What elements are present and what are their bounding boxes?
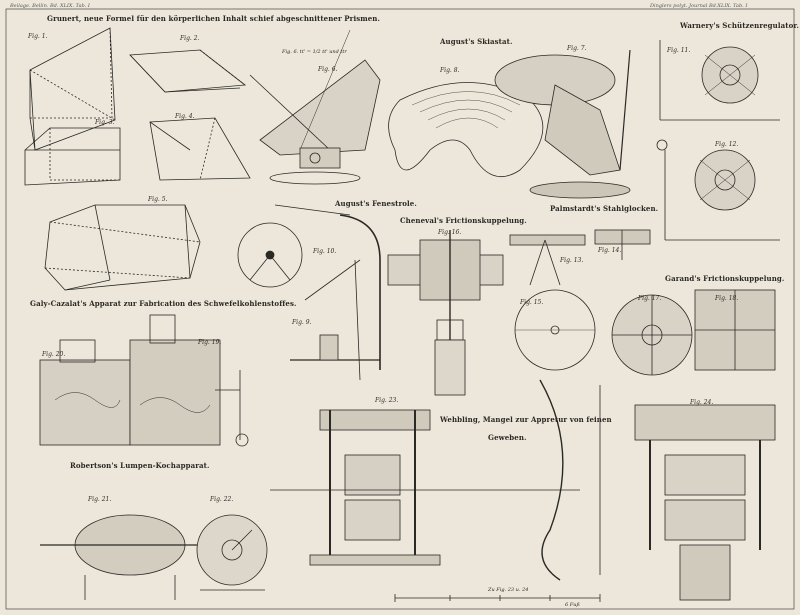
fig17-garand-drawing (611, 294, 693, 376)
fig-label-8: Fig. 8. (440, 67, 460, 74)
fig6-skiastat-drawing (249, 29, 381, 185)
fig-label-6: Fig. 6. (318, 66, 338, 73)
fig-label-2: Fig. 2. (180, 35, 200, 42)
fig19-bell-drawing (509, 234, 586, 286)
fig16-friction-coupling-drawing (387, 230, 504, 396)
title-galy: Galy-Cazalat's Apparat zur Fabrication d… (30, 299, 297, 308)
fig-label-24: Fig. 24. (690, 399, 714, 406)
galy-apparatus-drawing (39, 314, 249, 447)
fig3-prism-drawing (24, 127, 121, 186)
fig-label-7: Fig. 7. (567, 45, 587, 52)
fig10-fenestrole-drawing (237, 204, 351, 288)
fig-label-9: Fig. 9. (292, 319, 312, 326)
title-wehbling: Wehbling, Mangel zur Appretur von feinen (440, 415, 612, 424)
fig18-garand-drawing (694, 289, 776, 371)
fig18-bell-plan-drawing (514, 289, 596, 371)
fig-label-16: Fig. 16. (438, 229, 462, 236)
fig5-prism-drawing (44, 204, 201, 291)
plate-header-left: Beilage. Bellin. Bd. XLIX. Tab. I (10, 3, 90, 9)
fig-label-3: Fig. 3. (95, 119, 115, 126)
fig2-prism-drawing (129, 49, 247, 93)
scale-feet-label: 6 Fuß (565, 602, 580, 608)
scale-label: Zu Fig. 23 u. 24 (488, 587, 529, 593)
fig9-fenestrole-drawing (290, 214, 381, 381)
title-grunert: Grunert, neue Formel für den körperliche… (47, 14, 381, 23)
fig1-prism-drawing (29, 27, 116, 151)
title-august-skiastat: August's Skiastat. (440, 37, 513, 46)
fig11-regulator-drawing (656, 40, 780, 151)
scale-bar-drawing (394, 594, 601, 602)
title-august-fenestrole: August's Fenestrole. (335, 199, 417, 208)
fig-label-12: Fig. 12. (715, 141, 739, 148)
fig-label-15: Fig. 15. (520, 299, 544, 306)
fig4-prism-drawing (149, 117, 251, 181)
fig-label-19: Fig. 19. (198, 339, 222, 346)
fig20-bell-drawing (594, 229, 651, 260)
fig-label-21: Fig. 21. (88, 496, 112, 503)
title-palmstardt: Palmstardt's Stahlglocken. (550, 204, 659, 213)
title-cheneval: Cheneval's Frictionskuppelung. (400, 216, 527, 225)
fig12-regulator-drawing (664, 149, 780, 241)
fig-label-11: Fig. 11. (667, 47, 691, 54)
robertson-boiler-drawing (40, 514, 268, 600)
fig7-skiastat-device-drawing (494, 49, 631, 199)
fig23-mangle-drawing (270, 379, 601, 581)
title-garand: Garand's Frictionskuppelung. (665, 274, 785, 283)
fig-label-17: Fig. 17. (638, 295, 662, 302)
title-warnery: Warnery's Schützenregulator. (680, 21, 800, 30)
fig-label-18: Fig. 18. (715, 295, 739, 302)
fig-label-1: Fig. 1. (28, 33, 48, 40)
fig-label-13: Fig. 13. (560, 257, 584, 264)
fig6-equation: Fig. 6. tt' = 1/2 tt' und ttr (282, 49, 347, 55)
fig-label-23: Fig. 23. (375, 397, 399, 404)
title-robertson: Robertson's Lumpen-Kochapparat. (70, 461, 210, 470)
plate-header-right: Dinglers polyt. Journal Bd.XLIX. Tab. I (650, 3, 748, 9)
fig-label-4: Fig. 4. (175, 113, 195, 120)
fig24-mangle-drawing (634, 404, 776, 601)
title-wehbling-line2: Geweben. (488, 433, 527, 442)
fig-label-10: Fig. 10. (313, 248, 337, 255)
fig-label-22: Fig. 22. (210, 496, 234, 503)
fig-label-14: Fig. 14. (598, 247, 622, 254)
fig-label-5: Fig. 5. (148, 196, 168, 203)
fig-label-20: Fig. 20. (42, 351, 66, 358)
plate-border (5, 8, 795, 610)
